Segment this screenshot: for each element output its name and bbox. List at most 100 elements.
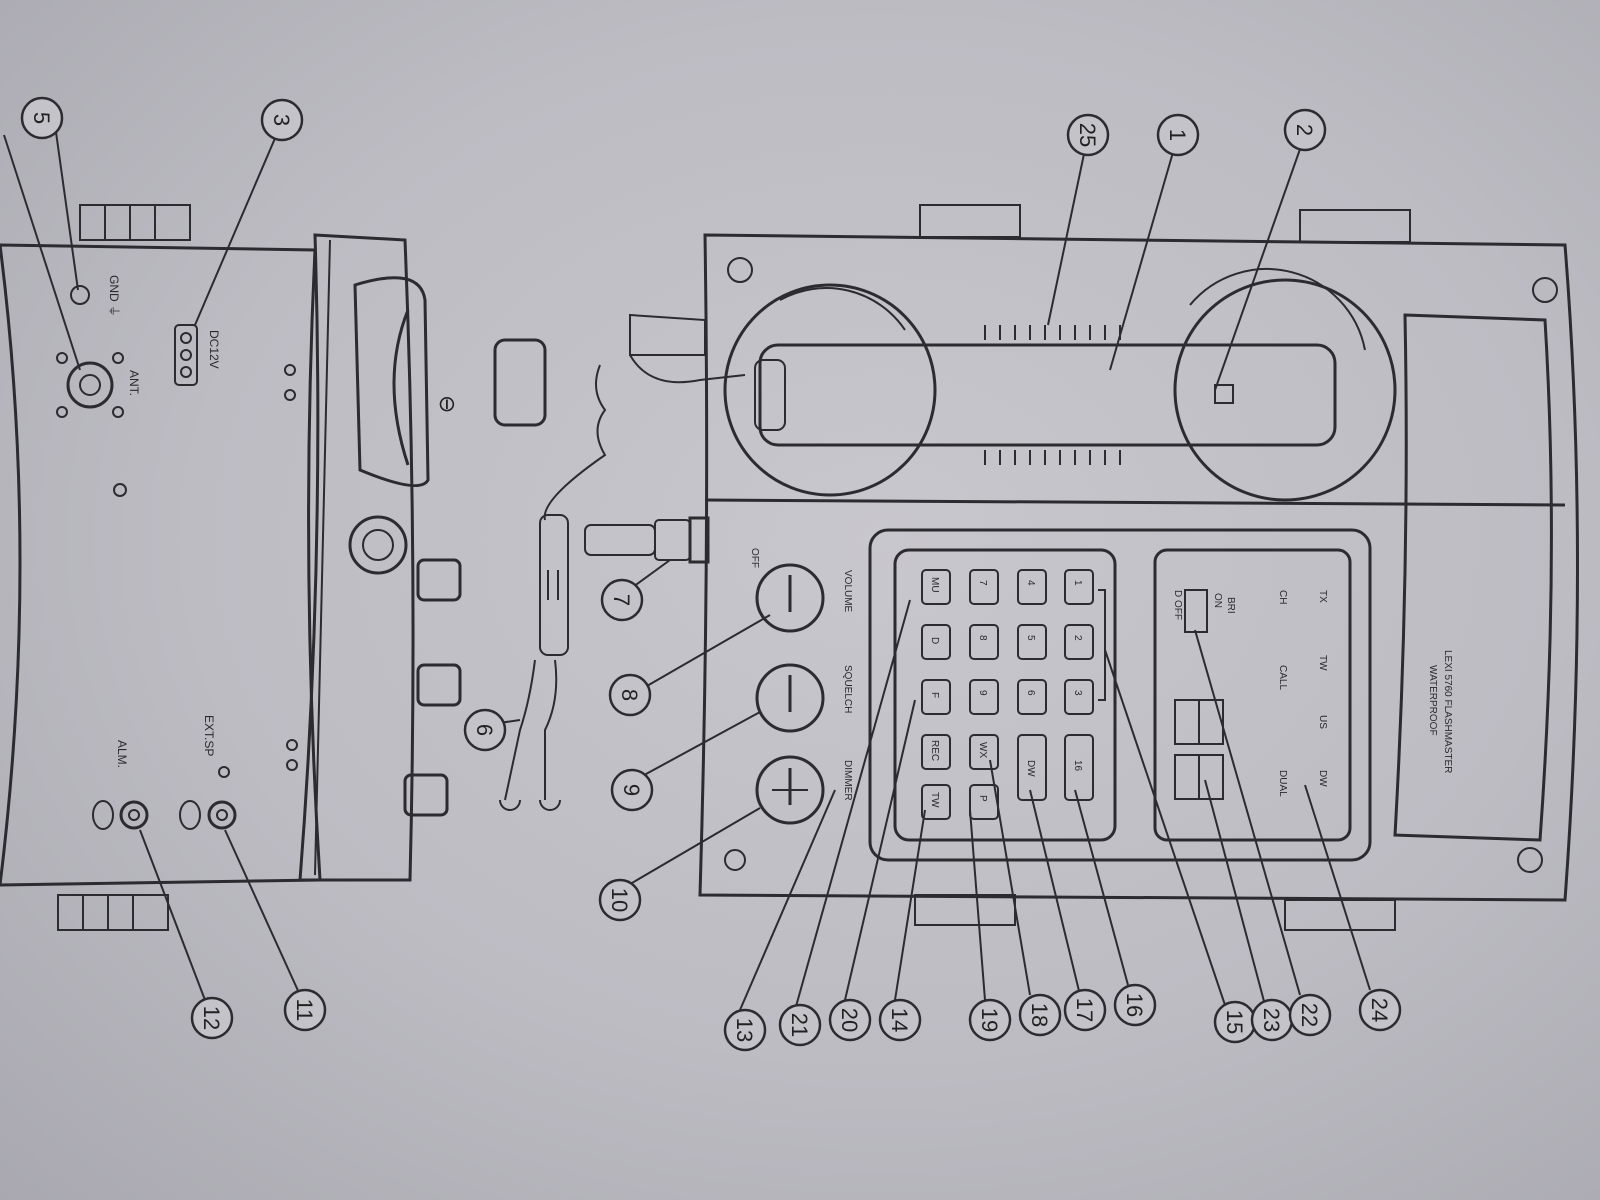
key-16[interactable] (1064, 734, 1094, 801)
ext-speaker-jack (207, 800, 237, 830)
power-cable (499, 313, 746, 811)
key-1[interactable] (1064, 569, 1094, 605)
us-label: US (1317, 715, 1328, 729)
svg-text:23: 23 (1259, 1008, 1284, 1032)
dimmer-label: DIMMER (842, 760, 853, 801)
svg-text:DW: DW (1025, 760, 1036, 777)
svg-text:1: 1 (1165, 129, 1190, 141)
svg-text:WX: WX (977, 742, 988, 758)
callout-10: 10 (598, 878, 642, 922)
keypad-keys: 1 2 3 16 4 5 6 DW 7 8 9 WX P (921, 569, 1094, 820)
tx-label: TX (1317, 590, 1328, 603)
svg-text:8: 8 (617, 689, 642, 701)
antenna-connector (66, 361, 114, 409)
callout-23: 23 (1250, 998, 1294, 1042)
callout-17: 17 (1063, 988, 1107, 1032)
svg-text:6: 6 (1025, 690, 1036, 696)
key-f[interactable] (921, 679, 951, 715)
callout-21: 21 (778, 1003, 822, 1047)
key-9[interactable] (969, 679, 999, 715)
callout-7: 7 (600, 578, 644, 622)
bright-switch[interactable] (1184, 589, 1208, 633)
svg-text:5: 5 (29, 112, 54, 124)
svg-text:15: 15 (1222, 1010, 1247, 1034)
svg-text:2: 2 (1292, 124, 1317, 136)
key-tw[interactable] (921, 784, 951, 820)
key-7[interactable] (969, 569, 999, 605)
volume-knob[interactable] (755, 563, 825, 633)
squelch-knob[interactable] (755, 663, 825, 733)
callout-14: 14 (878, 998, 922, 1042)
svg-text:7: 7 (609, 594, 634, 606)
key-p[interactable] (969, 784, 999, 820)
display-panel (1153, 548, 1352, 842)
cradle-cup-top (723, 283, 937, 497)
mic-symbol: ⊖ (435, 395, 460, 413)
callout-1: 1 (1156, 113, 1200, 157)
doff-label: D OFF (1172, 590, 1183, 620)
svg-text:14: 14 (887, 1008, 912, 1032)
key-8[interactable] (969, 624, 999, 660)
key-4[interactable] (1017, 569, 1047, 605)
front-hinge-3 (914, 894, 1016, 926)
svg-text:TW: TW (929, 792, 940, 808)
callout-16: 16 (1113, 983, 1157, 1027)
key-wx[interactable] (969, 734, 999, 770)
top-hinge (79, 204, 191, 241)
key-3[interactable] (1064, 679, 1094, 715)
alarm-jack (119, 800, 149, 830)
front-hinge-4 (1284, 899, 1396, 931)
svg-text:7: 7 (977, 580, 988, 586)
control-panel-box (868, 528, 1372, 862)
key-rec[interactable] (921, 734, 951, 770)
callout-12: 12 (190, 996, 234, 1040)
nameplate-line-2: WATERPROOF (1427, 665, 1438, 736)
callout-24: 24 (1358, 988, 1402, 1032)
side-handset (353, 276, 430, 488)
svg-text:24: 24 (1367, 998, 1392, 1022)
key-mu[interactable] (921, 569, 951, 605)
key-6[interactable] (1017, 679, 1047, 715)
front-panel: VOLUME SQUELCH DIMMER OFF 1 2 3 16 4 5 6… (698, 204, 1579, 931)
svg-text:12: 12 (199, 1006, 224, 1030)
svg-text:3: 3 (1072, 690, 1083, 696)
callout-5: 5 (20, 96, 64, 140)
key-2[interactable] (1064, 624, 1094, 660)
callout-13: 13 (723, 1008, 767, 1052)
inline-fuse-holder (539, 514, 569, 656)
leader-lines (3, 121, 1371, 1011)
svg-text:22: 22 (1297, 1003, 1322, 1027)
keypad (893, 548, 1117, 842)
key-d[interactable] (921, 624, 951, 660)
callouts: 25 1 2 3 5 7 8 9 10 6 11 12 13 21 20 14 … (20, 96, 1402, 1052)
callout-2: 2 (1283, 108, 1327, 152)
nameplate (1393, 313, 1553, 842)
call-label: CALL (1277, 665, 1288, 690)
vent-slots (984, 325, 1121, 465)
cradle-cup-bottom (1173, 278, 1397, 502)
svg-text:MU: MU (929, 577, 940, 593)
dual-label: DUAL (1277, 770, 1288, 797)
gnd-label: GND ⏚ (107, 275, 121, 317)
svg-text:5: 5 (1025, 635, 1036, 641)
off-label: OFF (749, 548, 760, 568)
svg-text:18: 18 (1027, 1003, 1052, 1027)
handset (758, 343, 1337, 447)
svg-text:4: 4 (1025, 580, 1036, 586)
callout-9: 9 (610, 768, 654, 812)
rear-panel: GND ⏚ ANT. DC12V EXT.SP ALM. (0, 204, 322, 931)
dimmer-knob[interactable] (755, 755, 825, 825)
svg-text:REC: REC (929, 740, 940, 761)
callout-6: 6 (463, 708, 507, 752)
ground-terminal (70, 285, 90, 305)
svg-text:21: 21 (787, 1013, 812, 1037)
svg-text:17: 17 (1072, 998, 1097, 1022)
svg-text:1: 1 (1072, 580, 1083, 586)
side-profile: ⊖ (298, 233, 547, 882)
on-label: ON (1212, 593, 1223, 608)
svg-text:8: 8 (977, 635, 988, 641)
svg-text:16: 16 (1122, 993, 1147, 1017)
key-5[interactable] (1017, 624, 1047, 660)
svg-text:25: 25 (1075, 123, 1100, 147)
bottom-hinge (57, 894, 169, 931)
